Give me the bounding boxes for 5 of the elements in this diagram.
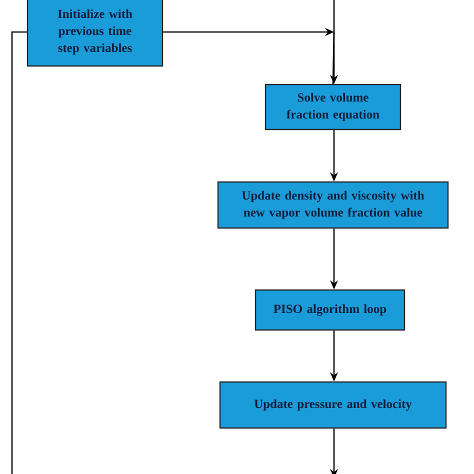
process-box: Solve volume fraction equation [264,84,402,130]
process-box: PISO algorithm loop [254,289,406,331]
process-box: Update pressure and velocity [219,381,447,429]
process-box: Update density and viscosity with new vapor volume fraction value [217,181,449,229]
process-box: Initialize with previous time step variables [26,0,164,67]
